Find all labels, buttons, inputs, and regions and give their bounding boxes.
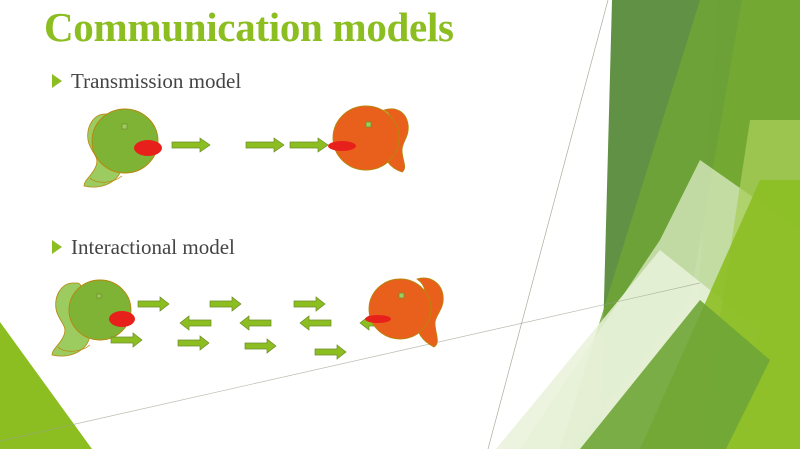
triangle-right-bullet-icon (52, 74, 62, 88)
arrow-left (239, 315, 272, 331)
light-green-sliver (700, 120, 800, 449)
arrow-right (289, 137, 329, 153)
fish-mouth (134, 140, 162, 156)
fish-eye (121, 123, 128, 130)
pale-diagonal-sheet (520, 160, 800, 449)
green-fish-sender (83, 108, 162, 188)
arrow-row-right-bottom (110, 332, 347, 360)
arrow-right (314, 344, 347, 360)
arrow-right (171, 137, 211, 153)
bottom-right-bright-mass (640, 180, 800, 449)
very-pale-overlay (496, 250, 760, 449)
bullet-label: Transmission model (71, 69, 242, 93)
arrow-row-right (171, 137, 329, 153)
transmission-model-diagram (83, 105, 409, 188)
arrow-row-left-middle (179, 315, 402, 331)
right-dark-wedge (570, 0, 742, 449)
bullet-item-interactional-model: Interactional model (52, 234, 235, 260)
fish-eye (398, 292, 405, 299)
arrow-right (110, 332, 143, 348)
arrow-right (209, 296, 242, 312)
fish-belly-outline (57, 344, 91, 352)
arrow-left (179, 315, 212, 331)
mid-green-band (560, 0, 800, 449)
fish-belly-outline (89, 175, 123, 183)
fish-eye (96, 293, 102, 299)
hairline-upper (487, 0, 609, 449)
arrow-right (245, 137, 285, 153)
right-bright-column (688, 0, 800, 449)
orange-fish-receiver (328, 105, 409, 173)
fish-mouth (109, 311, 135, 327)
arrow-right (293, 296, 326, 312)
fish-body (91, 108, 159, 174)
page-title: Communication models (44, 4, 454, 50)
fish-mouth (365, 315, 391, 323)
orange-fish-receiver (365, 277, 444, 348)
arrow-right (137, 296, 170, 312)
lower-mid-dark-triangle (580, 300, 770, 449)
arrow-row-right-top (137, 296, 326, 312)
arrow-left (299, 315, 332, 331)
fish-mouth (328, 141, 356, 151)
interactional-model-diagram (51, 277, 444, 360)
fish-body (332, 105, 400, 171)
fish-eye (365, 121, 372, 128)
triangle-right-bullet-icon (52, 240, 62, 254)
green-fish-sender (51, 279, 135, 357)
bullet-item-transmission-model: Transmission model (52, 68, 241, 94)
arrow-right (177, 335, 210, 351)
bullet-label: Interactional model (71, 235, 235, 259)
fish-body (68, 279, 132, 341)
fish-body (368, 278, 432, 340)
arrow-right (244, 338, 277, 354)
